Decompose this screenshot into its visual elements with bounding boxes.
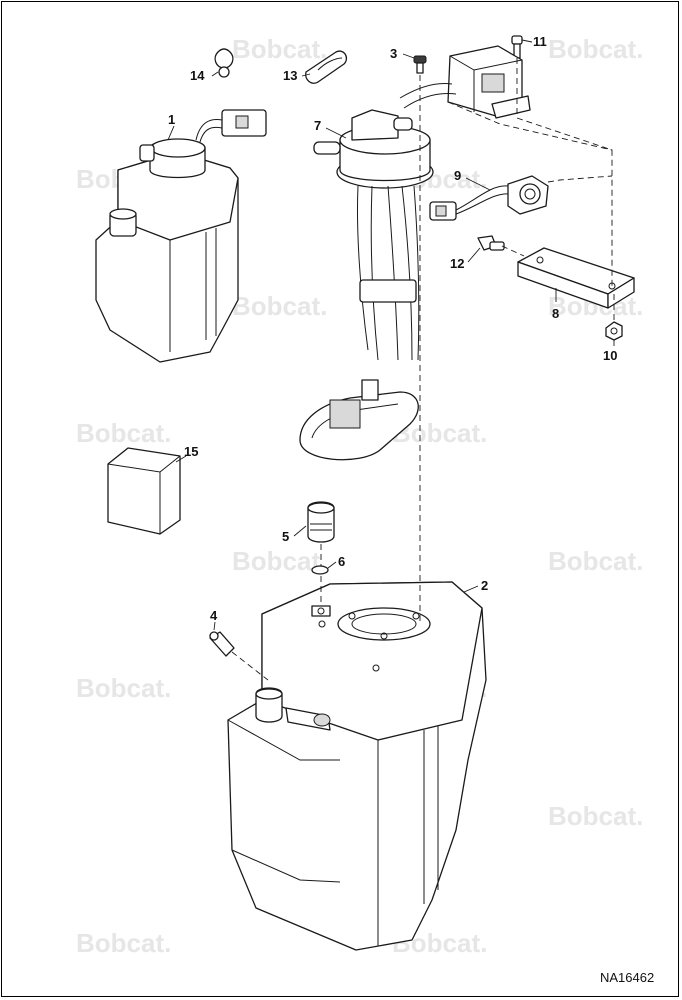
part-4-fitting	[209, 631, 235, 657]
part-12-bolt	[477, 235, 505, 251]
part-3-screw	[413, 55, 427, 74]
part-5-breather-cap	[307, 501, 335, 543]
watermark: Bobcat.	[232, 291, 327, 321]
fuel-module-connector-block	[399, 45, 531, 119]
svg-text:Bobcat.: Bobcat.	[232, 34, 327, 64]
callout-14: 14	[190, 68, 205, 83]
part-6-o-ring	[311, 565, 329, 575]
watermark: Bobcat.	[232, 34, 327, 64]
callout-4: 4	[210, 608, 218, 623]
watermark: Bobcat.	[548, 801, 643, 831]
part-10-nut	[605, 321, 623, 341]
part-7-fuel-pump-sender	[299, 109, 434, 461]
svg-text:Bobcat.: Bobcat.	[548, 801, 643, 831]
part-8-bracket	[517, 247, 635, 309]
watermark: Bobcat.	[76, 418, 171, 448]
callout-13: 13	[283, 68, 297, 83]
callout-10: 10	[603, 348, 617, 363]
svg-text:Bobcat.: Bobcat.	[232, 546, 327, 576]
svg-text:Bobcat.: Bobcat.	[76, 928, 171, 958]
watermark: Bobcat.	[76, 928, 171, 958]
part-2-fuel-tank	[227, 581, 487, 951]
part-9-wiring-harness	[429, 175, 549, 221]
part-15-box	[107, 447, 181, 535]
callout-9: 9	[454, 168, 461, 183]
watermark: Bobcat.	[548, 546, 643, 576]
callout-11: 11	[533, 34, 547, 49]
callout-15: 15	[184, 444, 198, 459]
part-14-grommet	[214, 48, 234, 78]
svg-text:Bobcat.: Bobcat.	[548, 34, 643, 64]
callout-12: 12	[450, 256, 464, 271]
assembly-lines	[231, 58, 615, 681]
callout-8: 8	[552, 306, 559, 321]
callout-3: 3	[390, 46, 397, 61]
part-13-strap-clamp	[305, 50, 348, 84]
svg-text:Bobcat.: Bobcat.	[76, 673, 171, 703]
figure-id: NA16462	[600, 970, 654, 985]
callout-2: 2	[481, 578, 488, 593]
callout-6: 6	[338, 554, 345, 569]
callout-5: 5	[282, 529, 289, 544]
svg-text:Bobcat.: Bobcat.	[76, 418, 171, 448]
callout-labels: 1 2 3 4 5 6 7 8 9 10 11 12 13 14 15	[168, 34, 617, 623]
part-1-tank-assembly	[95, 109, 267, 363]
callout-1: 1	[168, 112, 175, 127]
watermark: Bobcat.	[548, 34, 643, 64]
svg-text:Bobcat.: Bobcat.	[232, 291, 327, 321]
leader-lines	[167, 39, 615, 631]
watermark: Bobcat.	[76, 673, 171, 703]
svg-text:Bobcat.: Bobcat.	[548, 546, 643, 576]
watermark: Bobcat.	[232, 546, 327, 576]
callout-7: 7	[314, 118, 321, 133]
